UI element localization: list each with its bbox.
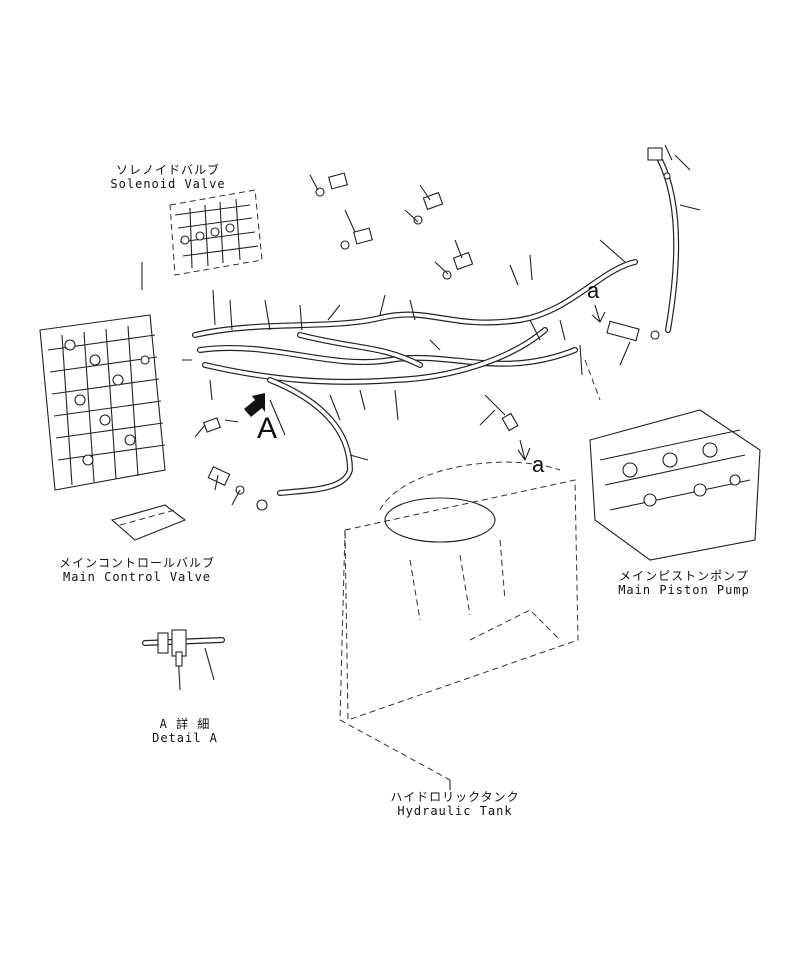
detail-a-drawing xyxy=(142,629,225,667)
fittings xyxy=(203,147,671,511)
solenoid-valve-drawing xyxy=(141,189,263,290)
main-piston-pump-drawing xyxy=(584,359,761,561)
main-piston-pump-label-jp: メインピストンポンプ xyxy=(619,569,749,583)
connection-arrow-icon xyxy=(517,304,606,462)
solenoid-valve-label-en: Solenoid Valve xyxy=(110,177,226,191)
main-control-valve-label-en: Main Control Valve xyxy=(62,570,212,584)
hydraulic-tank-drawing xyxy=(339,461,579,790)
connection-a-callout-bottom: a xyxy=(532,452,545,477)
arrow-icon xyxy=(244,393,265,417)
hydraulic-tank-label-en: Hydraulic Tank xyxy=(397,804,513,818)
view-a-callout: A xyxy=(257,412,278,445)
main-control-valve-label-jp: メインコントロールバルブ xyxy=(58,556,215,570)
connection-a-callout-top: a xyxy=(587,278,600,303)
main-control-valve-label: メインコントロールバルブ Main Control Valve xyxy=(42,556,232,584)
detail-a-label: A 詳 細 Detail A xyxy=(140,717,230,745)
main-control-valve-drawing xyxy=(39,314,187,541)
solenoid-valve-label: ソレノイドバルブ Solenoid Valve xyxy=(108,163,228,191)
detail-a-label-en: Detail A xyxy=(152,731,218,745)
hydraulic-tank-label-jp: ハイドロリックタンク xyxy=(390,790,520,804)
solenoid-valve-label-jp: ソレノイドバルブ xyxy=(115,163,220,177)
hydraulic-tank-label: ハイドロリックタンク Hydraulic Tank xyxy=(380,790,530,818)
leader-lines xyxy=(177,144,701,691)
main-piston-pump-label-en: Main Piston Pump xyxy=(618,583,750,597)
main-piston-pump-label: メインピストンポンプ Main Piston Pump xyxy=(604,569,764,597)
detail-a-label-jp: A 詳 細 xyxy=(159,717,211,731)
